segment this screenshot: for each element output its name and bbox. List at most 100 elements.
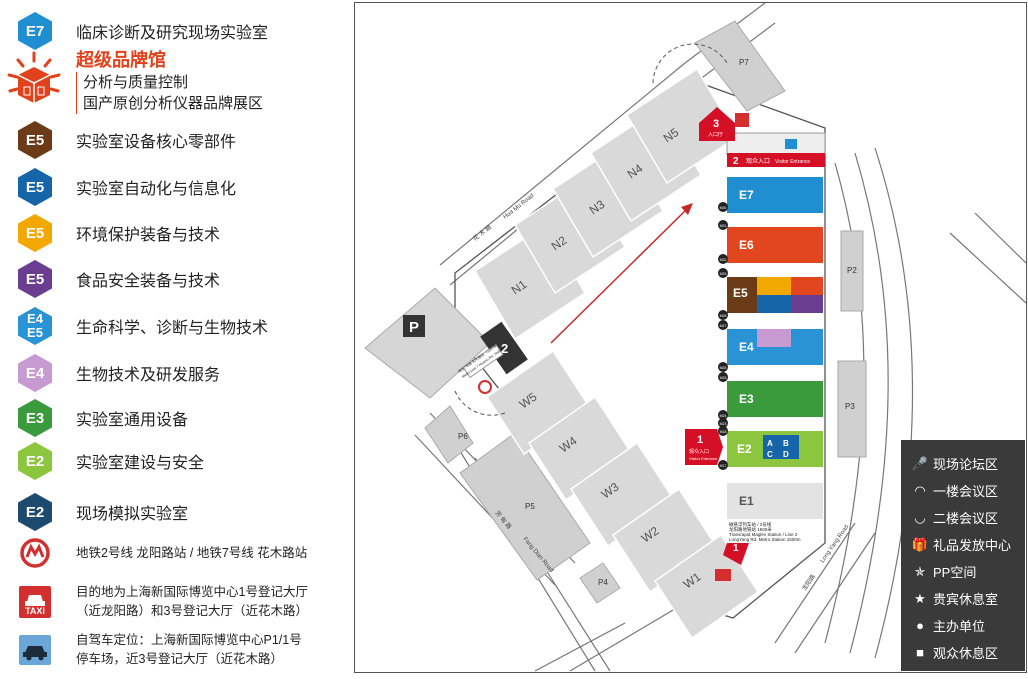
hall-e3 (727, 381, 823, 417)
parking-p-sign (403, 315, 425, 337)
svg-text:E4: E4 (739, 340, 754, 354)
legend-row-e4-biotech: E4 生物技术及研发服务 (0, 353, 220, 393)
super-brand-text: 超级品牌馆 分析与质量控制 国产原创分析仪器品牌展区 (76, 48, 263, 114)
hall-e5-blue (757, 295, 791, 313)
legend-panel: E7 临床诊断及研究现场实验室 超级品牌馆 分析与质量控制 (0, 0, 350, 679)
hall-badge-e2: E2 (16, 492, 54, 532)
p-note-box (462, 343, 504, 379)
svg-text:P4: P4 (598, 578, 608, 587)
svg-text:M26: M26 (720, 366, 727, 370)
legend-label: 实验室通用设备 (76, 412, 189, 429)
super-brand-line1: 分析与质量控制 (83, 74, 189, 91)
legend-label: 生物技术及研发服务 (76, 367, 221, 384)
poi-legend: 🎤现场论坛区 ◠一楼会议区 ◡二楼会议区 🎁礼品发放中心 ✯PP空间 ★贵宾休息… (901, 440, 1025, 671)
hall-e2-booths (763, 435, 799, 459)
hall-badge-e5: E5 (16, 120, 54, 160)
hall-e5-yellow (757, 277, 791, 295)
north-halls (473, 67, 739, 341)
hall-e7 (727, 177, 823, 213)
hall-badge-e5: E5 (16, 213, 54, 253)
svg-text:M28: M28 (720, 314, 727, 318)
legend-row-e7: E7 临床诊断及研究现场实验室 (0, 11, 268, 51)
svg-text:M27: M27 (720, 324, 727, 328)
svg-text:M17: M17 (720, 464, 727, 468)
super-brand-line2: 国产原创分析仪器品牌展区 (83, 95, 264, 112)
svg-text:P7: P7 (739, 58, 749, 67)
svg-text:A: A (767, 439, 773, 448)
star-icon: ★ (914, 590, 926, 606)
meeting-markers (718, 202, 728, 470)
svg-text:花 木 路: 花 木 路 (471, 223, 493, 242)
entrance-1-marker (685, 429, 723, 465)
metro-text: 地铁2号线 龙阳路站 / 地铁7号线 花木路站 (76, 545, 308, 560)
map-drawing: P P7 P2 P3 P6 P5 P4 (364, 3, 1026, 672)
svg-text:M32: M32 (720, 258, 727, 262)
svg-text:D: D (783, 450, 789, 459)
parking-p-label: P (409, 319, 419, 336)
mic-icon: 🎤 (911, 455, 929, 471)
poi-row: ✯PP空间 (911, 562, 977, 581)
legend-label: 实验室自动化与信息化 (76, 181, 237, 198)
taxi-icon (715, 569, 731, 581)
svg-text:E2: E2 (737, 442, 752, 456)
legend-row-metro: 地铁2号线 龙阳路站 / 地铁7号线 花木路站 (0, 537, 307, 569)
svg-text:B: B (783, 439, 789, 448)
legend-row-e2-simulation: E2 现场模拟实验室 (0, 492, 188, 532)
svg-text:P5: P5 (525, 502, 535, 511)
legend-row-e3: E3 实验室通用设备 (0, 398, 188, 438)
poi-row: ◠一楼会议区 (911, 481, 998, 500)
svg-text:Visitor Entrance: Visitor Entrance (689, 456, 718, 461)
hall-e5-red (791, 277, 823, 295)
venue-map: P P7 P2 P3 P6 P5 P4 (354, 2, 1027, 673)
taxi-icon (735, 113, 749, 127)
legend-row-car: 自驾车定位：上海新国际博览中心P1/1号 停车场，近3号登记大厅（近花木路） (0, 631, 302, 669)
hall-badge-e5: E5 (16, 167, 54, 207)
car-icon (19, 635, 51, 665)
svg-text:M23: M23 (720, 422, 727, 426)
dome-filled-icon: ◡ (914, 509, 926, 525)
svg-text:P6: P6 (458, 432, 468, 441)
legend-row-e5-automation: E5 实验室自动化与信息化 (0, 167, 236, 207)
svg-text:LongYang Rd. Metro Station 150: LongYang Rd. Metro Station 1500m (729, 537, 801, 542)
dot-icon: ● (916, 618, 924, 633)
svg-text:Transrapid Maglev Station / Li: Transrapid Maglev Station / Line 2 (729, 532, 798, 537)
legend-row-super-brand: 超级品牌馆 分析与质量控制 国产原创分析仪器品牌展区 (0, 48, 263, 114)
hall-badge-e4: E4 (16, 353, 54, 393)
svg-text:M30: M30 (720, 206, 727, 210)
legend-label: 现场模拟实验室 (76, 506, 189, 523)
dashed-plaza-n (652, 43, 728, 84)
west-halls (485, 349, 760, 640)
parking-area-p (364, 287, 491, 399)
svg-text:M29: M29 (720, 272, 727, 276)
pp-icon: ✯ (914, 563, 926, 579)
svg-text:Visitor Entrance: Visitor Entrance (775, 159, 810, 165)
hall-e5-brown (727, 277, 757, 313)
poi-row: 🎤现场论坛区 (911, 455, 999, 473)
svg-text:龙阳路: 龙阳路 (800, 573, 817, 592)
svg-text:观众入口: 观众入口 (746, 158, 770, 165)
route-arrowhead (681, 203, 693, 215)
svg-text:E6: E6 (739, 238, 754, 252)
svg-text:P2: P2 (847, 266, 857, 275)
svg-text:1: 1 (697, 434, 703, 446)
poi-row: ■观众休息区 (911, 643, 998, 662)
svg-text:观众入口: 观众入口 (689, 449, 709, 455)
gift-icon: 🎁 (911, 536, 929, 552)
dome-outline-icon: ◠ (914, 482, 926, 498)
svg-text:E5: E5 (733, 286, 748, 300)
poi-row: ●主办单位 (911, 616, 985, 635)
entrance-3-hall-marker (699, 107, 735, 141)
metro-note-box (727, 521, 805, 543)
metro-icon (19, 537, 51, 569)
hall-e-top (726, 132, 826, 156)
svg-text:M25: M25 (720, 376, 727, 380)
legend-row-e5-food: E5 食品安全装备与技术 (0, 259, 220, 299)
super-brand-icon (4, 49, 64, 113)
svg-text:E7: E7 (739, 188, 754, 202)
poi-row: ★贵宾休息室 (911, 589, 998, 608)
svg-text:M24: M24 (720, 414, 727, 418)
dashed-plaza-w (454, 390, 506, 416)
svg-text:3: 3 (713, 118, 719, 130)
